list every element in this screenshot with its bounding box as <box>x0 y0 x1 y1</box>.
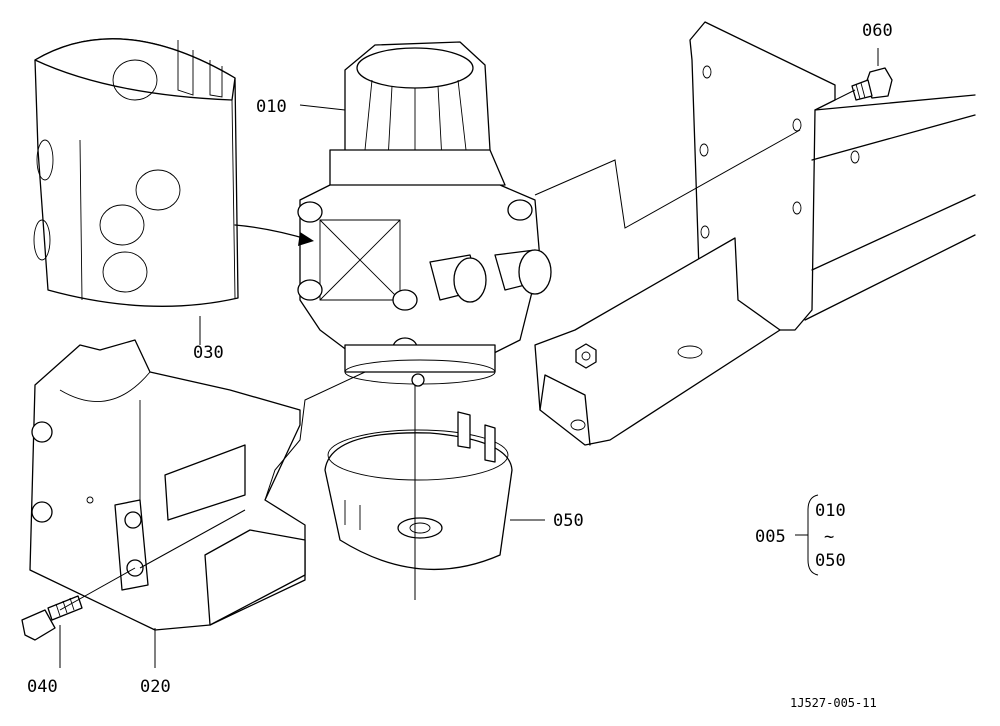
frame-bracket <box>534 21 976 446</box>
assembly-label: 005 <box>755 527 786 547</box>
assembly-range-end: 050 <box>815 551 846 571</box>
label-050: 050 <box>553 511 584 531</box>
assembly-legend: 005 010 ~ 050 <box>755 501 846 571</box>
label-030: 030 <box>193 343 224 363</box>
part-labels: 010 030 020 040 050 060 <box>27 21 893 697</box>
assembly-range-start: 010 <box>815 501 846 521</box>
guard-020 <box>29 339 306 631</box>
assembly-range-sep: ~ <box>824 527 834 547</box>
bolt-060 <box>851 67 893 101</box>
label-040: 040 <box>27 677 58 697</box>
cover-030 <box>33 38 314 307</box>
cup-050 <box>324 411 513 571</box>
leader-lines <box>59 48 879 668</box>
drawing-number: 1J527-005-11 <box>790 696 877 710</box>
label-020: 020 <box>140 677 171 697</box>
label-060: 060 <box>862 21 893 41</box>
filter-assembly-010 <box>297 41 552 387</box>
label-010: 010 <box>256 97 287 117</box>
